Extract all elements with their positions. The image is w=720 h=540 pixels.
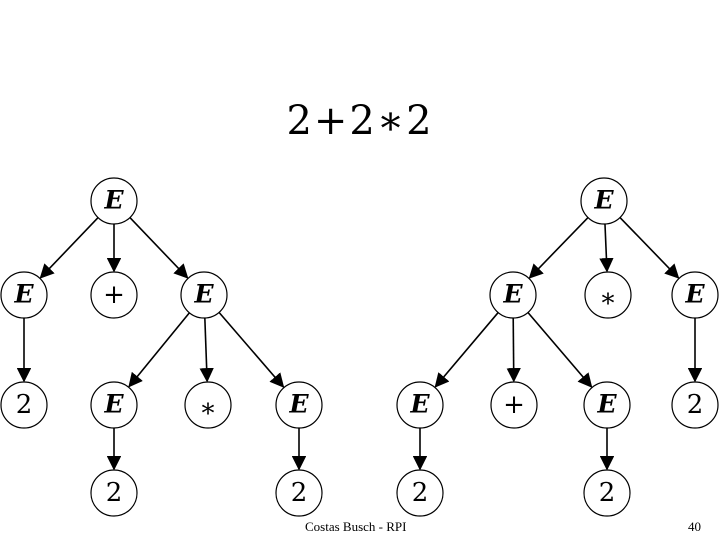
slide-number: 40 [688, 519, 701, 534]
tree-node: 2 [90, 469, 138, 517]
tree-edge-L3-L6 [199, 317, 214, 383]
node-label: E [13, 280, 34, 309]
tree-node: E [180, 271, 228, 319]
node-label: E [288, 390, 309, 419]
tree-node: 2 [583, 469, 631, 517]
node-label: E [193, 280, 214, 309]
tree-node: E [671, 271, 719, 319]
node-circle [275, 469, 323, 517]
slide-title: 2+2∗2 [286, 98, 434, 144]
node-circle [90, 469, 138, 517]
tree-node: * [584, 271, 632, 319]
tree-node: E [275, 381, 323, 429]
node-label: E [502, 280, 523, 309]
tree-edge-R0-R2 [599, 223, 614, 273]
tree-node: + [490, 381, 538, 429]
node-circle [583, 469, 631, 517]
node-circle [671, 271, 719, 319]
tree-node: E [0, 271, 48, 319]
node-label: 2 [412, 478, 429, 508]
tree-node: E [90, 177, 138, 225]
node-circle [0, 271, 48, 319]
node-label: E [103, 186, 124, 215]
node-label: 2 [687, 390, 704, 420]
node-circle [489, 271, 537, 319]
node-circle [90, 177, 138, 225]
node-label: 2 [291, 478, 308, 508]
node-circle [184, 381, 232, 429]
node-circle [490, 381, 538, 429]
node-label: * [602, 289, 615, 319]
node-circle [90, 381, 138, 429]
node-label: 2 [106, 478, 123, 508]
node-label: E [596, 390, 617, 419]
tree-node: 2 [671, 381, 719, 429]
node-label: E [103, 390, 124, 419]
node-label: + [503, 390, 525, 420]
tree-node: E [90, 381, 138, 429]
tree-edge-L3-L5 [128, 312, 191, 388]
tree-edge-L0-L1 [39, 217, 99, 279]
tree-edge-R1-R4 [434, 312, 499, 388]
tree-edge-R1-R5 [506, 317, 521, 383]
node-circle [0, 381, 48, 429]
tree-node: 2 [275, 469, 323, 517]
tree-node: E [489, 271, 537, 319]
tree-edge-L3-L7 [218, 311, 285, 388]
tree-node: E [583, 381, 631, 429]
node-label: 2 [16, 390, 33, 420]
tree-node: E [580, 177, 628, 225]
tree-node: 2 [396, 469, 444, 517]
node-label: E [593, 186, 614, 215]
node-circle [583, 381, 631, 429]
tree-node: E [396, 381, 444, 429]
nodes-layer: E E + E 2 E * E 2 2 E E * E E + E 2 2 2 [0, 177, 719, 517]
tree-node: + [90, 271, 138, 319]
tree-node: 2 [0, 381, 48, 429]
footer-author: Costas Busch - RPI [305, 519, 407, 534]
node-label: * [202, 399, 215, 429]
node-circle [580, 177, 628, 225]
node-label: 2 [599, 478, 616, 508]
tree-node: * [184, 381, 232, 429]
node-label: E [684, 280, 705, 309]
tree-edge-L0-L3 [129, 217, 189, 279]
tree-edge-R1-R6 [527, 311, 593, 388]
tree-edge-R0-R3 [619, 216, 680, 279]
node-circle [671, 381, 719, 429]
node-circle [275, 381, 323, 429]
tree-edge-R0-R1 [528, 216, 589, 279]
node-circle [584, 271, 632, 319]
node-circle [180, 271, 228, 319]
node-circle [396, 469, 444, 517]
node-label: E [409, 390, 430, 419]
node-circle [90, 271, 138, 319]
node-label: + [103, 280, 125, 310]
node-circle [396, 381, 444, 429]
edges-layer [16, 216, 703, 471]
